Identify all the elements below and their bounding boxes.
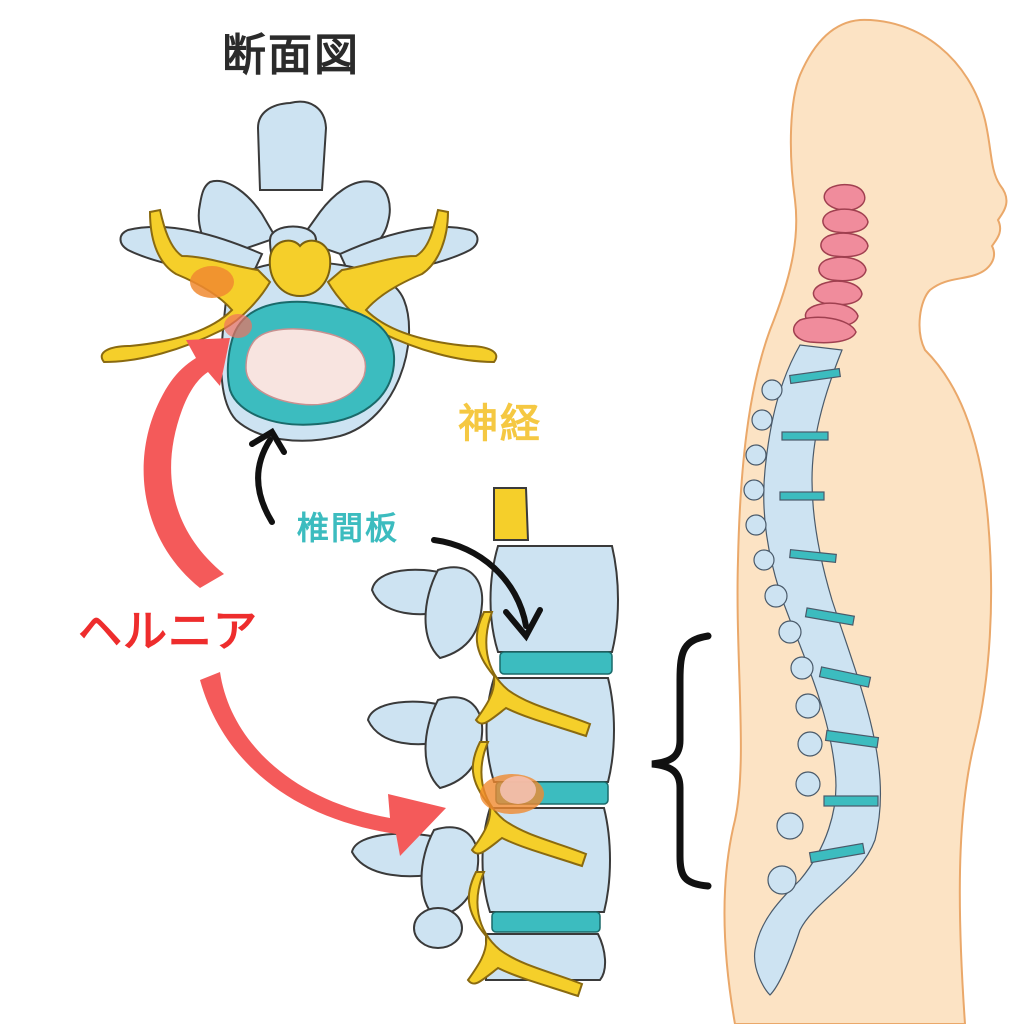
herniation-spot-side-inner [500,776,536,804]
herniation-spot-top-inner [224,314,252,338]
hernia-arrow-down [200,672,446,856]
hernia-arrow-up [143,338,230,588]
disc-label: 椎間板 [297,509,400,547]
disc-pointer-arrows [249,427,543,642]
spine-column [743,344,882,996]
nerve-roots-side-view [466,611,592,998]
lumbar-segment-side-view [350,487,619,981]
spinal-cord [268,239,332,298]
cervical-vertebrae [792,183,869,344]
nucleus-pulposus [245,328,367,406]
body-silhouette [723,18,1008,1024]
cross-section-title: 断面図 [222,30,360,81]
nerve-label: 神経 [458,401,542,447]
hernia-label: ヘルニア [78,606,258,657]
curly-brace [651,632,712,890]
herniation-spot-top [190,266,234,298]
